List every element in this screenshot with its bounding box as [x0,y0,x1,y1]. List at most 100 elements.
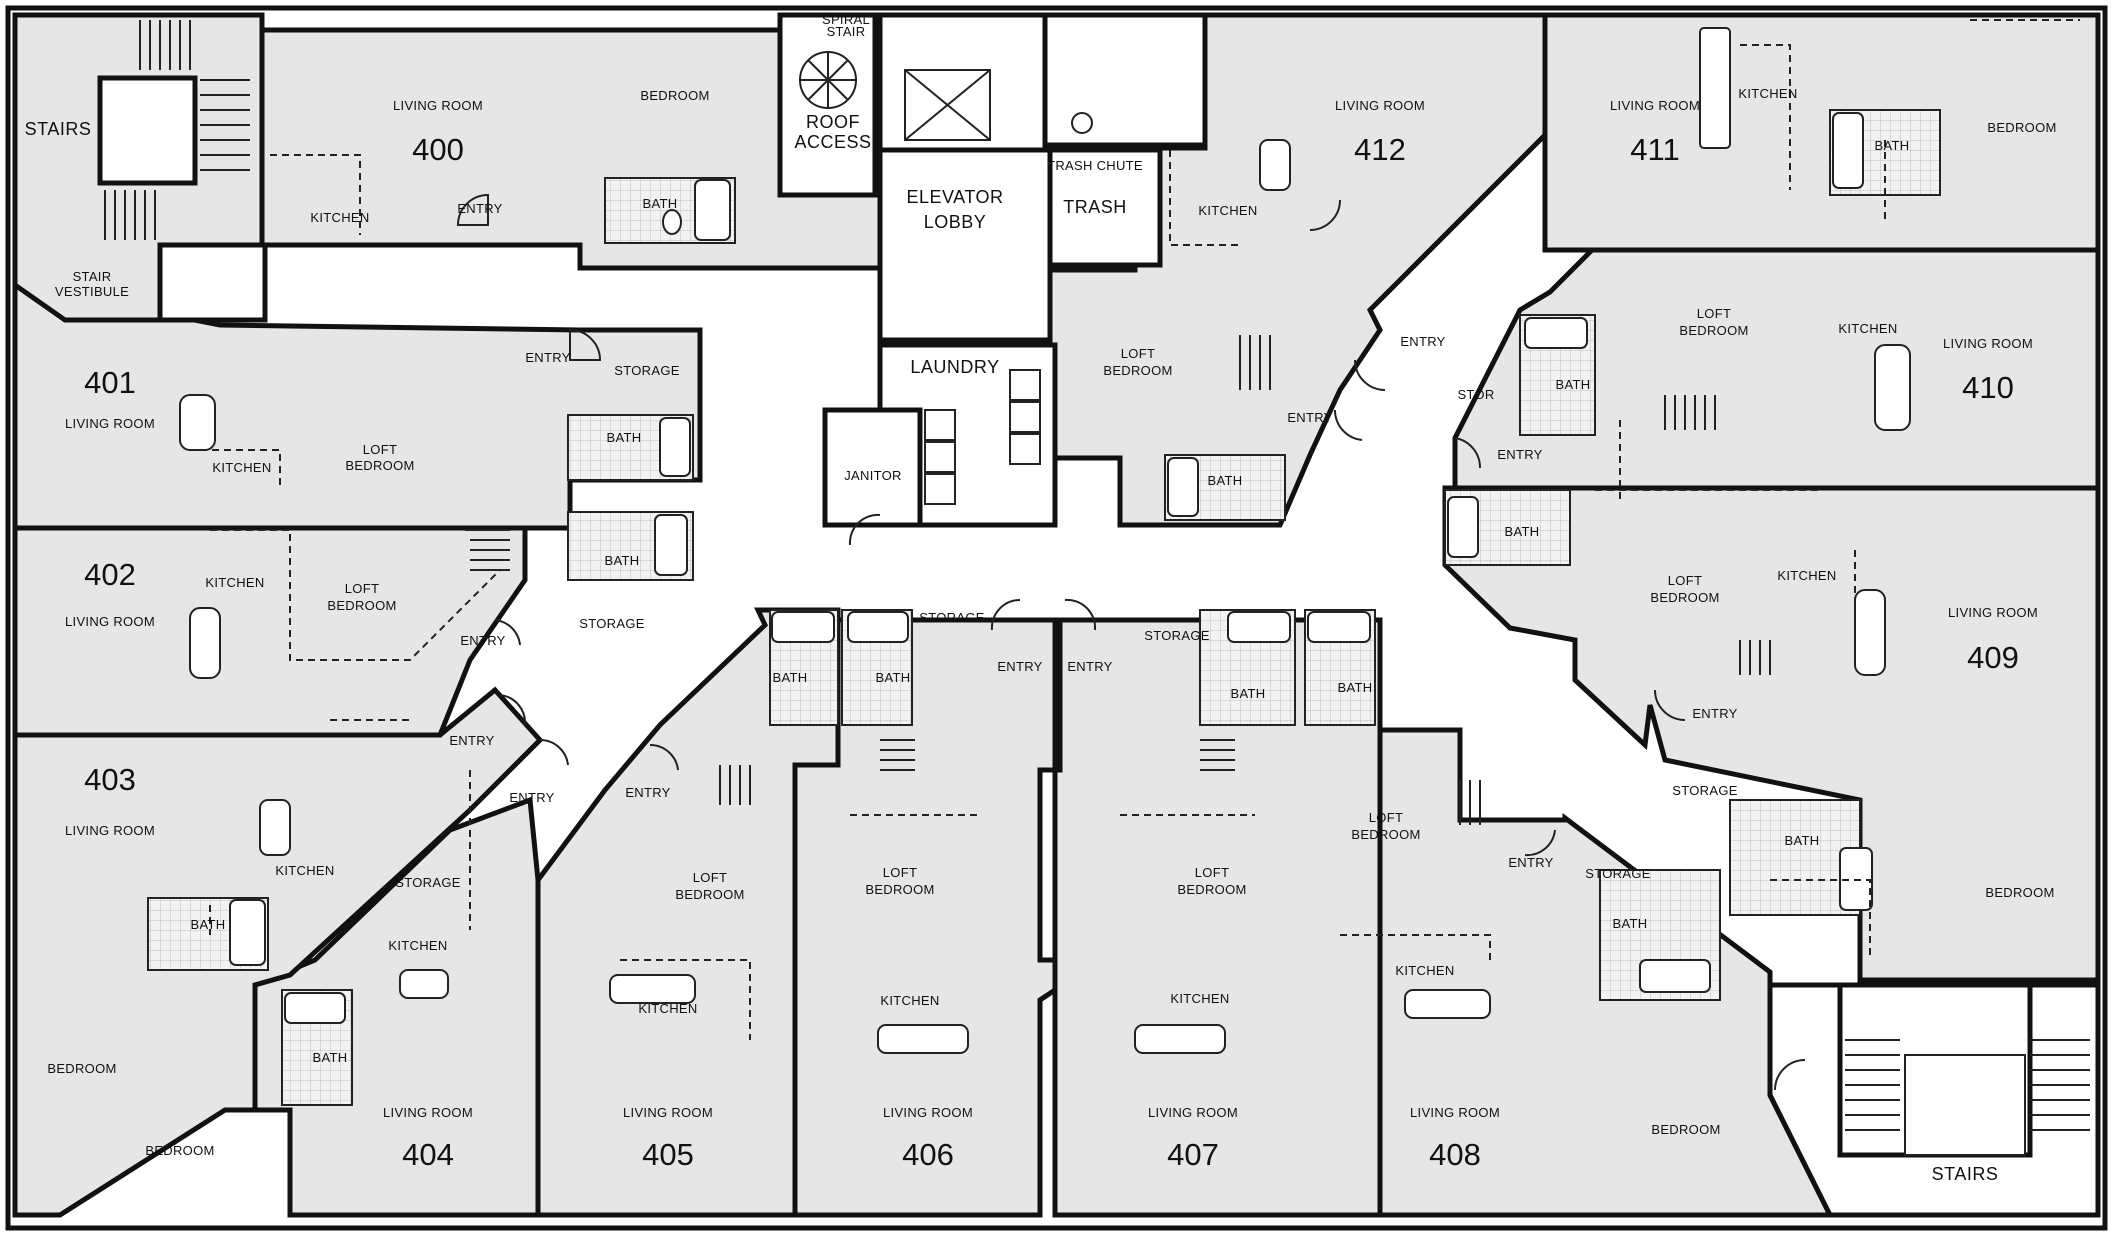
unit-406-entry: ENTRY [997,659,1042,674]
unit-407-storage: STORAGE [1144,628,1209,643]
unit-407-loft-bedroom: BEDROOM [1177,882,1246,897]
unit-403-kitchen: KITCHEN [275,863,334,878]
unit-406-loft: LOFT [883,865,917,880]
unit-409-bath-2: BATH [1505,524,1540,539]
unit-405-bath: BATH [773,670,808,685]
unit-404-kitchen: KITCHEN [388,938,447,953]
elevator-lobby-label-1: ELEVATOR [906,187,1003,207]
unit-408-entry: ENTRY [1508,855,1553,870]
roof-access-label-2: ACCESS [794,132,871,152]
unit-403-bedroom: BEDROOM [47,1061,116,1076]
unit-400-kitchen: KITCHEN [310,210,369,225]
unit-412-number: 412 [1354,132,1406,167]
trash-chute [1042,12,1208,148]
unit-408-bedroom: BEDROOM [1651,1122,1720,1137]
unit-401-kitchen: KITCHEN [212,460,271,475]
spiral-stair-label-1: SPIRAL [822,12,870,27]
unit-407-loft: LOFT [1195,865,1229,880]
unit-401-living-room: LIVING ROOM [65,416,155,431]
unit-405-kitchen: KITCHEN [638,1001,697,1016]
unit-410-stor: STOR [1457,387,1494,402]
stair-vestibule [157,242,268,323]
unit-412-loft: LOFT [1121,346,1155,361]
stairs-label-nw: STAIRS [25,119,92,139]
unit-412-living-room: LIVING ROOM [1335,98,1425,113]
unit-408-number: 408 [1429,1137,1481,1172]
unit-403-living-room: LIVING ROOM [65,823,155,838]
unit-400-entry: ENTRY [457,201,502,216]
unit-404-storage: STORAGE [395,875,460,890]
janitor-label: JANITOR [844,468,901,483]
trash-chute-icon [1071,112,1093,134]
stair-nw-treads [104,20,250,240]
unit-411-bath: BATH [1875,138,1910,153]
unit-402-bath: BATH [605,553,640,568]
unit-408-loft-bedroom: BEDROOM [1351,827,1420,842]
loft-stairs [465,335,1771,825]
unit-409-bath: BATH [1785,833,1820,848]
unit-406-bath: BATH [876,670,911,685]
unit-410-loft-bedroom: BEDROOM [1679,323,1748,338]
unit-403-bath: BATH [191,917,226,932]
unit-400-bedroom: BEDROOM [640,88,709,103]
unit-404-entry: ENTRY [509,790,554,805]
unit-410 [1452,247,2101,521]
elevator-cross [904,69,991,141]
laundry-label: LAUNDRY [910,357,999,377]
door-swings [456,193,1806,1091]
unit-408-living-room: LIVING ROOM [1410,1105,1500,1120]
janitor [822,407,923,528]
unit-402-number: 402 [84,557,136,592]
unit-408-loft: LOFT [1369,810,1403,825]
stairs-label-se: STAIRS [1932,1164,1999,1184]
trash-label: TRASH [1063,197,1127,217]
stair-se-treads [1845,1039,2090,1156]
unit-403-entry: ENTRY [449,733,494,748]
unit-409-bedroom: BEDROOM [1985,885,2054,900]
unit-411-number: 411 [1630,132,1679,167]
baths [147,109,1941,1106]
unit-403-number: 403 [84,762,136,797]
unit-400-living-room: LIVING ROOM [393,98,483,113]
unit-409-number: 409 [1967,640,2019,675]
unit-402-entry: ENTRY [460,633,505,648]
unit-404-bedroom: BEDROOM [145,1143,214,1158]
elevator-lobby [877,147,1053,343]
unit-407-number: 407 [1167,1137,1219,1172]
unit-400-number: 400 [412,132,464,167]
unit-409-living-room: LIVING ROOM [1948,605,2038,620]
unit-409-loft: LOFT [1668,573,1702,588]
unit-407-kitchen: KITCHEN [1170,991,1229,1006]
unit-412-loft-bedroom: BEDROOM [1103,363,1172,378]
unit-408-storage: STORAGE [1585,866,1650,881]
unit-412-bath: BATH [1208,473,1243,488]
unit-411-bedroom: BEDROOM [1987,120,2056,135]
unit-403 [12,686,544,1218]
unit-410-entry: ENTRY [1497,447,1542,462]
unit-405-entry: ENTRY [625,785,670,800]
unit-401-bath: BATH [607,430,642,445]
unit-402-living-room: LIVING ROOM [65,614,155,629]
unit-410-living-room: LIVING ROOM [1943,336,2033,351]
trash-chute-label: TRASH CHUTE [1047,158,1143,173]
unit-412-kitchen: KITCHEN [1198,203,1257,218]
unit-406-loft-bedroom: BEDROOM [865,882,934,897]
unit-405-loft: LOFT [693,870,727,885]
unit-410-kitchen: KITCHEN [1838,321,1897,336]
unit-402-loft-bedroom: BEDROOM [327,598,396,613]
unit-402-loft: LOFT [345,581,379,596]
unit-408-bath-2: BATH [1613,916,1648,931]
roof-access-label-1: ROOF [806,112,860,132]
laundry-machines [924,369,1041,505]
unit-401-loft-bedroom: BEDROOM [345,458,414,473]
unit-409-loft-bedroom: BEDROOM [1650,590,1719,605]
unit-409-entry: ENTRY [1692,706,1737,721]
unit-404-living-room: LIVING ROOM [383,1105,473,1120]
unit-405-living-room: LIVING ROOM [623,1105,713,1120]
trash-room [1047,147,1163,268]
unit-404-bath: BATH [313,1050,348,1065]
stair-vestibule-label-2: VESTIBULE [55,284,129,299]
unit-402-kitchen: KITCHEN [205,575,264,590]
stair-nw-core [97,75,198,186]
